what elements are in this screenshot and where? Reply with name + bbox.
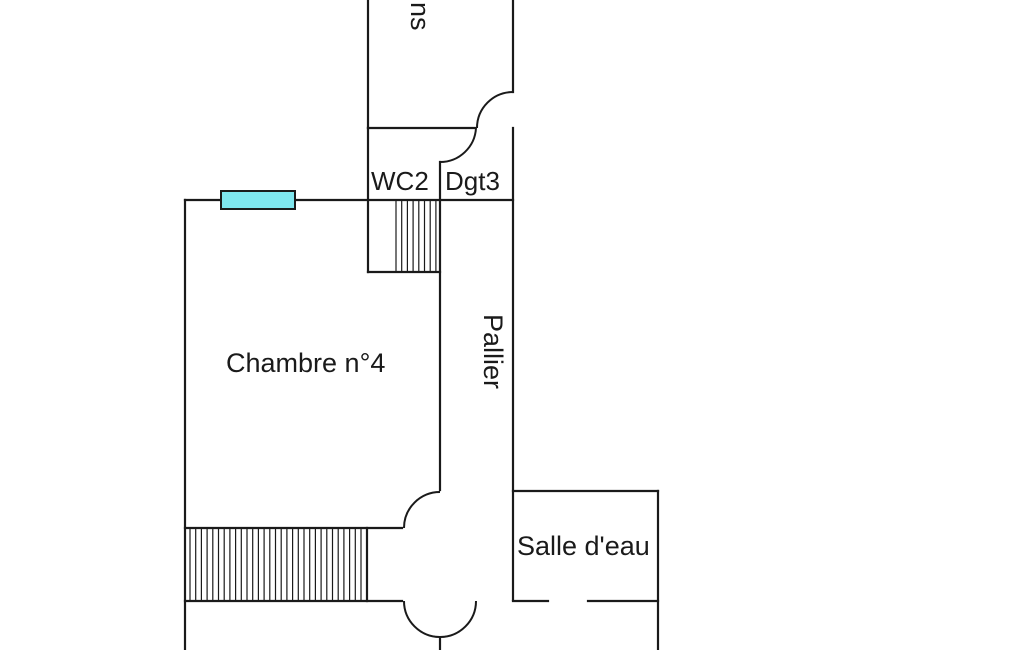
room-label-dgt3: Dgt3 <box>445 166 500 196</box>
door-swing-icon <box>439 600 477 638</box>
stairs-icon <box>395 201 437 271</box>
window-icon <box>220 190 296 210</box>
door-swing-icon <box>476 91 514 129</box>
doors <box>403 91 514 638</box>
room-label-top-partial: ns <box>405 2 435 31</box>
room-label-chambre4: Chambre n°4 <box>226 348 385 378</box>
door-swing-icon <box>403 491 441 529</box>
room-label-pallier: Pallier <box>478 314 508 389</box>
room-label-wc2: WC2 <box>371 166 429 196</box>
door-swing-icon <box>403 600 441 638</box>
room-label-salle-eau: Salle d'eau <box>517 531 650 561</box>
walls <box>183 0 660 650</box>
door-swing-icon <box>439 127 477 164</box>
stairs-icon <box>189 529 362 600</box>
